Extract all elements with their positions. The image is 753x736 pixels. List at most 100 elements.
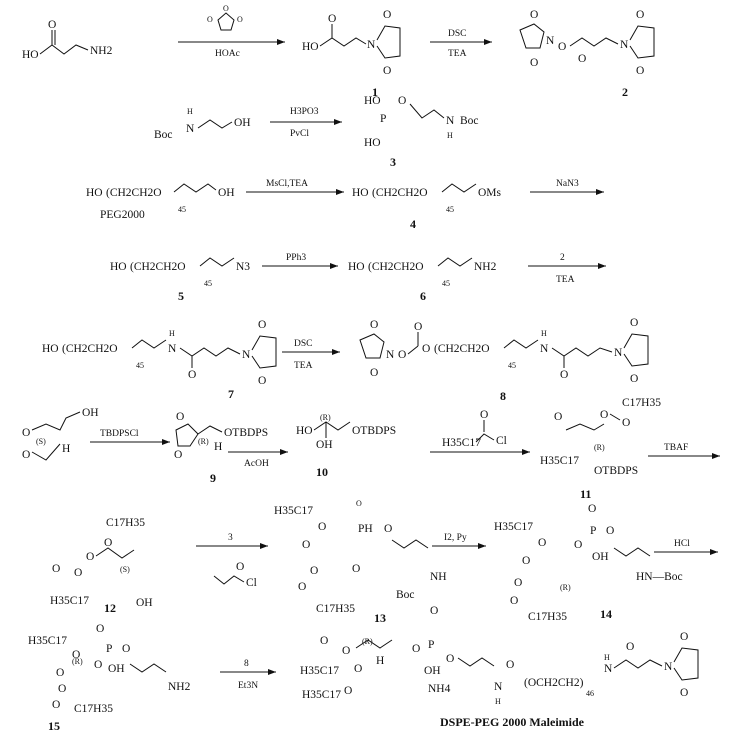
svg-text:O: O xyxy=(558,41,566,53)
svg-text:HO: HO xyxy=(296,425,313,437)
svg-text:H: H xyxy=(376,655,384,667)
arrow-4: MsCl,TEA xyxy=(246,179,344,195)
svg-text:O: O xyxy=(600,409,608,421)
svg-text:(R): (R) xyxy=(198,437,209,446)
svg-text:NH2: NH2 xyxy=(474,261,497,273)
svg-text:(R): (R) xyxy=(594,443,605,452)
svg-text:O: O xyxy=(398,95,406,107)
svg-text:O: O xyxy=(310,565,318,577)
svg-text:(OCH2CH2): (OCH2CH2) xyxy=(524,677,584,689)
svg-text:7: 7 xyxy=(228,387,234,401)
svg-text:P: P xyxy=(106,643,112,655)
svg-text:OH: OH xyxy=(108,663,125,675)
svg-text:O: O xyxy=(446,653,454,665)
svg-text:PEG2000: PEG2000 xyxy=(100,209,145,221)
svg-text:O: O xyxy=(606,525,614,537)
svg-text:(S): (S) xyxy=(120,565,130,574)
svg-text:(CH2CH2O: (CH2CH2O xyxy=(62,343,118,355)
svg-text:O: O xyxy=(622,417,630,429)
svg-text:O: O xyxy=(104,537,112,549)
svg-text:O: O xyxy=(223,4,229,13)
svg-text:13: 13 xyxy=(374,611,386,625)
svg-text:HO: HO xyxy=(302,41,319,53)
solketal: (S) O O OH H xyxy=(22,407,99,461)
svg-text:O: O xyxy=(354,663,362,675)
svg-text:(CH2CH2O: (CH2CH2O xyxy=(434,343,490,355)
svg-text:OH: OH xyxy=(424,665,441,677)
svg-text:N: N xyxy=(367,39,376,51)
svg-text:10: 10 xyxy=(316,465,328,479)
compound-10: (R) HO OH OTBDPS 10 xyxy=(296,413,396,479)
svg-text:H: H xyxy=(447,131,453,140)
svg-text:O: O xyxy=(302,539,310,551)
svg-text:OH: OH xyxy=(82,407,99,419)
svg-text:PPh3: PPh3 xyxy=(286,253,306,263)
svg-text:O: O xyxy=(522,555,530,567)
svg-text:OH: OH xyxy=(218,187,235,199)
svg-text:I2, Py: I2, Py xyxy=(444,533,467,543)
svg-text:HO: HO xyxy=(22,49,39,61)
svg-text:12: 12 xyxy=(104,601,116,615)
svg-text:O: O xyxy=(383,9,391,21)
svg-text:O: O xyxy=(22,427,30,439)
arrow-1: O O O HOAc xyxy=(178,4,285,59)
compound-11: C17H35 O O O H35C17 (R) OTBDPS 11 xyxy=(540,397,661,501)
svg-text:HO: HO xyxy=(86,187,103,199)
svg-text:2: 2 xyxy=(560,253,565,263)
svg-text:H35C17: H35C17 xyxy=(494,521,533,533)
svg-text:P: P xyxy=(428,639,434,651)
svg-text:OH: OH xyxy=(136,597,153,609)
svg-text:O: O xyxy=(636,65,644,77)
boc-ethanolamine: Boc N H OH xyxy=(154,107,251,141)
svg-text:H: H xyxy=(62,443,70,455)
svg-text:HCl: HCl xyxy=(674,539,690,549)
svg-text:O: O xyxy=(680,687,688,699)
svg-text:N: N xyxy=(614,347,623,359)
svg-text:O: O xyxy=(370,367,378,379)
svg-text:O: O xyxy=(72,649,80,661)
compound-9: O O (R) OTBDPS H 9 xyxy=(174,411,268,485)
svg-text:NH2: NH2 xyxy=(168,681,191,693)
svg-text:O: O xyxy=(207,15,213,24)
svg-text:H3PO3: H3PO3 xyxy=(290,107,319,117)
svg-text:HO: HO xyxy=(42,343,59,355)
svg-text:O: O xyxy=(52,563,60,575)
svg-text:H35C17: H35C17 xyxy=(300,665,339,677)
svg-text:O: O xyxy=(236,561,244,573)
svg-text:5: 5 xyxy=(178,289,184,303)
svg-text:OTBDPS: OTBDPS xyxy=(224,427,268,439)
compound-2: O O N O O N O O 2 xyxy=(519,9,655,99)
svg-text:O: O xyxy=(422,343,430,355)
svg-text:N: N xyxy=(242,349,251,361)
svg-text:H35C17: H35C17 xyxy=(540,455,579,467)
compound-13: H35C17 O O O PH O O NH Boc O O C17H35 13 xyxy=(274,499,447,625)
svg-text:O: O xyxy=(320,635,328,647)
svg-text:H: H xyxy=(214,441,222,453)
compound-8: O O N O O O (CH2CH2O 45 N H O N O O 8 xyxy=(359,317,649,403)
svg-text:45: 45 xyxy=(178,205,186,214)
svg-text:4: 4 xyxy=(410,217,416,231)
svg-text:TEA: TEA xyxy=(294,361,313,371)
svg-text:O: O xyxy=(560,369,568,381)
svg-text:45: 45 xyxy=(442,279,450,288)
svg-text:O: O xyxy=(22,449,30,461)
svg-text:O: O xyxy=(510,595,518,607)
svg-text:H: H xyxy=(541,329,547,338)
svg-text:N3: N3 xyxy=(236,261,250,273)
svg-text:O: O xyxy=(384,523,392,535)
arrow-9: TBDPSCl xyxy=(90,429,170,445)
svg-text:N: N xyxy=(494,681,503,693)
svg-text:14: 14 xyxy=(600,607,612,621)
svg-text:O: O xyxy=(258,375,266,387)
svg-text:O: O xyxy=(176,411,184,423)
svg-text:H35C17: H35C17 xyxy=(302,689,341,701)
svg-text:46: 46 xyxy=(586,689,594,698)
svg-text:O: O xyxy=(398,349,406,361)
svg-text:O: O xyxy=(412,643,420,655)
svg-text:NH2: NH2 xyxy=(90,45,113,57)
compound-6: HO (CH2CH2O 45 NH2 6 xyxy=(348,257,497,303)
svg-text:O: O xyxy=(430,605,438,617)
arrow-12: TBAF xyxy=(648,443,720,459)
svg-text:TBAF: TBAF xyxy=(664,443,688,453)
svg-text:O: O xyxy=(342,645,350,657)
